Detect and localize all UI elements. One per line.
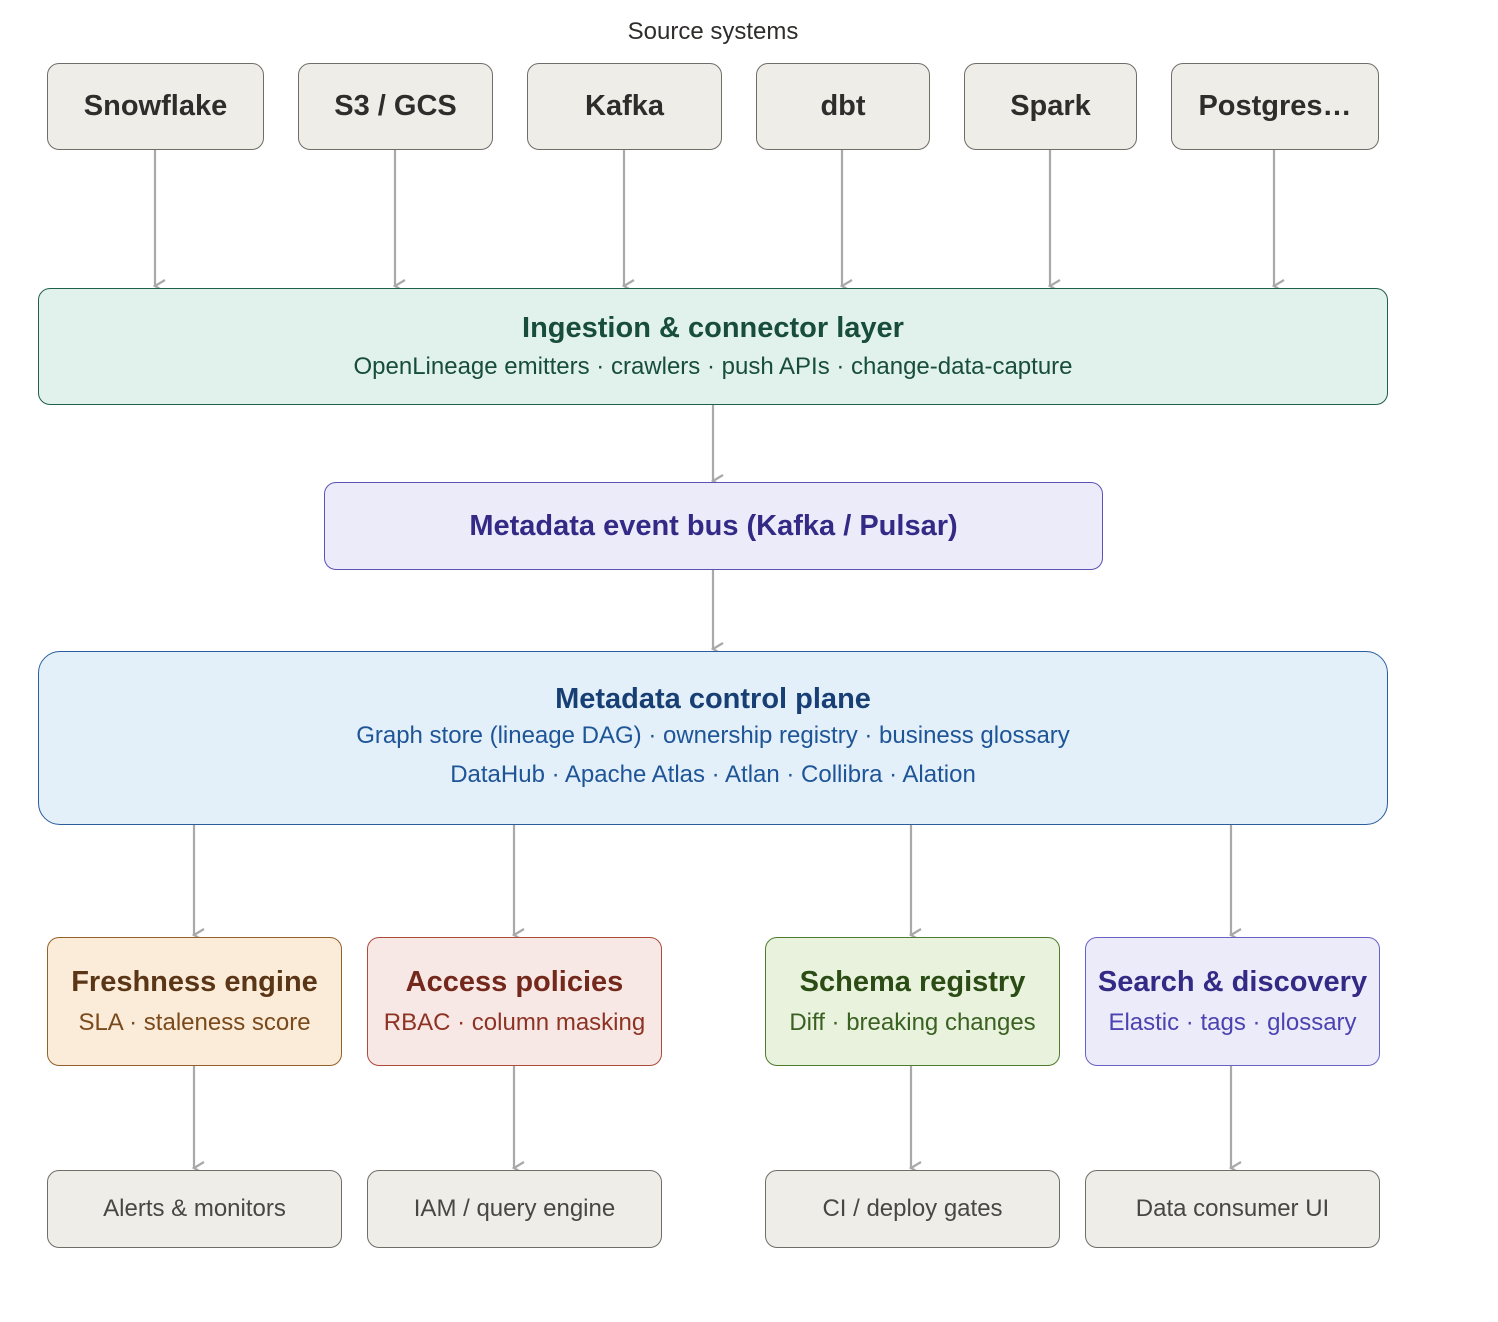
search-title: Search & discovery <box>1097 966 1368 998</box>
schema-registry: Schema registry Diff · breaking changes <box>765 937 1060 1066</box>
control-plane-line2: DataHub · Apache Atlas · Atlan · Collibr… <box>450 760 976 788</box>
source-systems-heading: Source systems <box>627 18 799 45</box>
consumer-label: IAM / query engine <box>413 1195 616 1222</box>
consumer-label: Data consumer UI <box>1135 1195 1330 1222</box>
source-snowflake: Snowflake <box>47 63 264 150</box>
metadata-event-bus: Metadata event bus (Kafka / Pulsar) <box>324 482 1103 570</box>
schema-subtitle: Diff · breaking changes <box>789 1009 1036 1036</box>
consumer-label: CI / deploy gates <box>822 1195 1003 1222</box>
search-subtitle: Elastic · tags · glossary <box>1108 1009 1357 1036</box>
ingestion-title: Ingestion & connector layer <box>522 312 904 344</box>
source-label: Kafka <box>585 90 664 122</box>
freshness-title: Freshness engine <box>71 966 318 998</box>
consumer-iam: IAM / query engine <box>367 1170 662 1248</box>
source-spark: Spark <box>964 63 1137 150</box>
source-kafka: Kafka <box>527 63 722 150</box>
consumer-label: Alerts & monitors <box>103 1195 286 1222</box>
control-plane-line1: Graph store (lineage DAG) · ownership re… <box>356 721 1070 749</box>
source-label: Postgres… <box>1198 90 1352 122</box>
source-postgres: Postgres… <box>1171 63 1379 150</box>
source-label: Snowflake <box>83 90 228 122</box>
consumer-alerts: Alerts & monitors <box>47 1170 342 1248</box>
schema-title: Schema registry <box>799 966 1026 998</box>
source-dbt: dbt <box>756 63 930 150</box>
access-title: Access policies <box>405 966 624 998</box>
ingestion-subtitle: OpenLineage emitters · crawlers · push A… <box>353 353 1073 380</box>
source-label: Spark <box>1010 90 1091 122</box>
source-s3-gcs: S3 / GCS <box>298 63 493 150</box>
freshness-subtitle: SLA · staleness score <box>78 1009 311 1036</box>
freshness-engine: Freshness engine SLA · staleness score <box>47 937 342 1066</box>
consumer-ci: CI / deploy gates <box>765 1170 1060 1248</box>
event-bus-title: Metadata event bus (Kafka / Pulsar) <box>469 509 958 542</box>
source-label: dbt <box>820 90 866 122</box>
search-discovery: Search & discovery Elastic · tags · glos… <box>1085 937 1380 1066</box>
metadata-control-plane: Metadata control plane Graph store (line… <box>38 651 1388 825</box>
access-subtitle: RBAC · column masking <box>383 1009 646 1036</box>
source-label: S3 / GCS <box>334 90 457 122</box>
control-plane-title: Metadata control plane <box>555 682 871 715</box>
access-policies: Access policies RBAC · column masking <box>367 937 662 1066</box>
consumer-ui: Data consumer UI <box>1085 1170 1380 1248</box>
ingestion-layer: Ingestion & connector layer OpenLineage … <box>38 288 1388 405</box>
